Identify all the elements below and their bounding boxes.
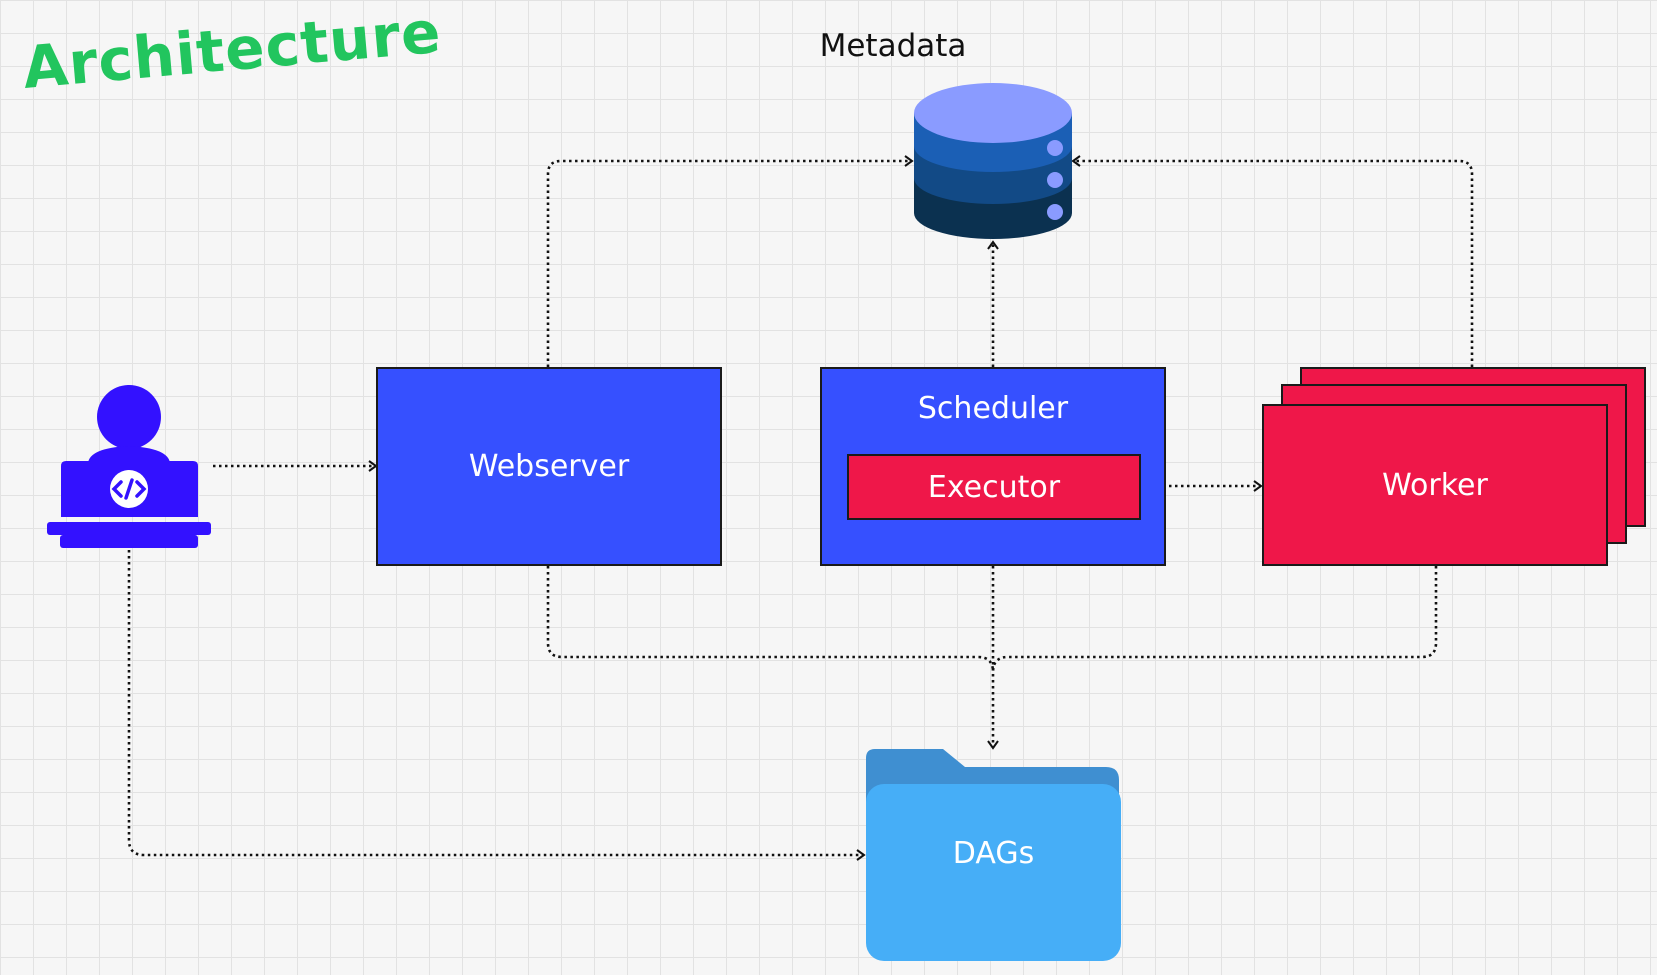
connector-worker-metadata <box>1071 155 1474 367</box>
developer-laptop-icon <box>47 385 211 548</box>
dags-label: DAGs <box>952 836 1035 871</box>
scheduler-box[interactable]: Scheduler Executor <box>820 367 1166 566</box>
executor-label: Executor <box>927 469 1061 505</box>
webserver-label: Webserver <box>468 449 630 484</box>
metadata-label: Metadata <box>819 28 967 64</box>
worker-box[interactable]: Worker <box>1262 404 1608 566</box>
database-icon <box>914 83 1072 239</box>
webserver-box[interactable]: Webserver <box>376 367 722 566</box>
connector-worker-dags <box>991 566 1438 673</box>
executor-box[interactable]: Executor <box>847 454 1141 520</box>
connector-user-dags <box>127 550 866 861</box>
worker-label: Worker <box>1382 467 1488 503</box>
folder-icon <box>866 749 1121 961</box>
connector-webserver-metadata <box>546 155 914 367</box>
scheduler-label: Scheduler <box>917 391 1069 426</box>
connector-webserver-dags <box>546 566 995 673</box>
